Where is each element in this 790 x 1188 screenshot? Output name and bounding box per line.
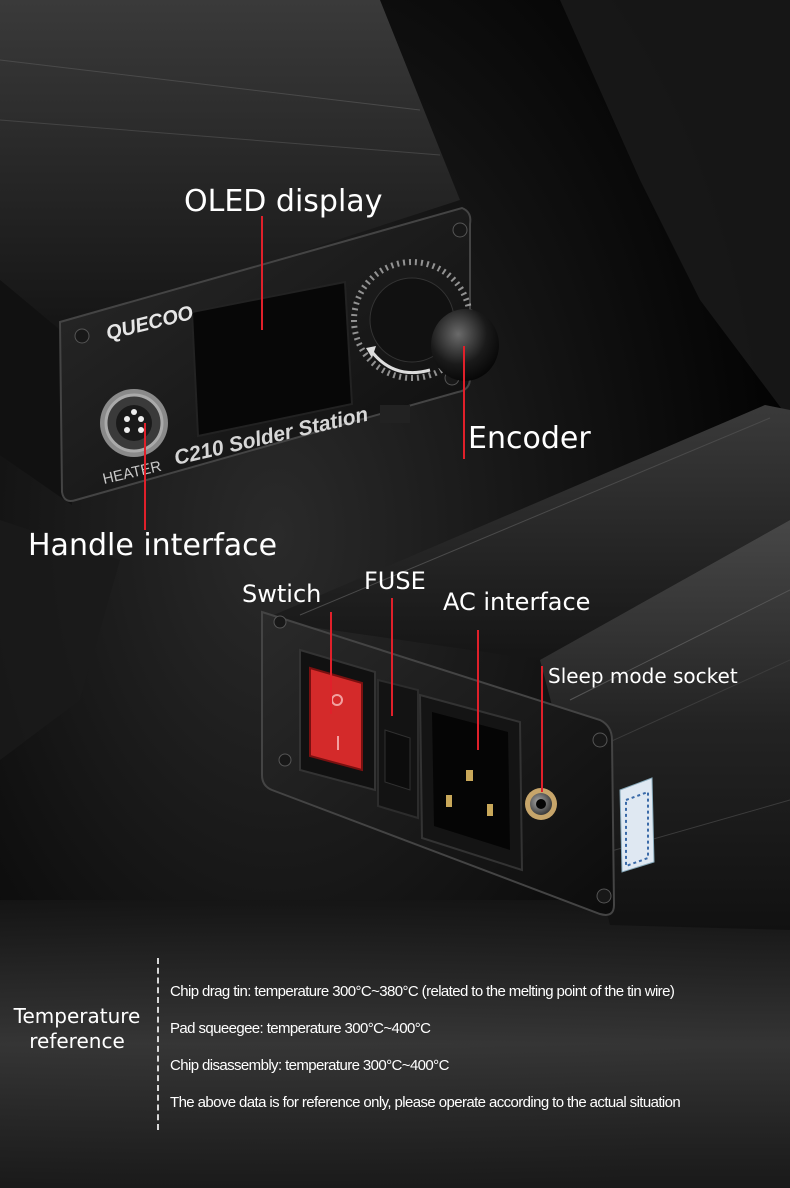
- switch-label: Swtich: [242, 580, 322, 608]
- temperature-item: Chip disassembly: temperature 300°C~400°…: [170, 1057, 449, 1074]
- temperature-reference-list: Chip drag tin: temperature 300°C~380°C (…: [170, 980, 681, 1128]
- temperature-item: Pad squeegee: temperature 300°C~400°C: [170, 1020, 431, 1037]
- temperature-item: The above data is for reference only, pl…: [170, 1094, 681, 1111]
- encoder-leader-line: [463, 346, 465, 459]
- sleep-mode-socket-label: Sleep mode socket: [548, 664, 738, 688]
- oled-display-label: OLED display: [184, 184, 383, 219]
- power-switch: [309, 666, 363, 772]
- switch-leader-line: [330, 612, 332, 714]
- temperature-item: Chip drag tin: temperature 300°C~380°C (…: [170, 983, 675, 1000]
- fuse-label: FUSE: [364, 567, 426, 595]
- front-unit: [0, 0, 499, 505]
- fuse-leader-line: [391, 598, 393, 716]
- ac-leader-line: [477, 630, 479, 750]
- oled-leader-line: [261, 216, 263, 330]
- handle-interface-label: Handle interface: [28, 528, 278, 563]
- dashed-divider: [157, 958, 159, 1130]
- rear-unit: [261, 405, 790, 930]
- handle-leader-line: [144, 423, 146, 530]
- encoder-label: Encoder: [468, 421, 591, 456]
- ac-interface-label: AC interface: [443, 588, 591, 616]
- temperature-reference-heading: Temperature reference: [13, 1004, 141, 1053]
- sleep-leader-line: [541, 666, 543, 792]
